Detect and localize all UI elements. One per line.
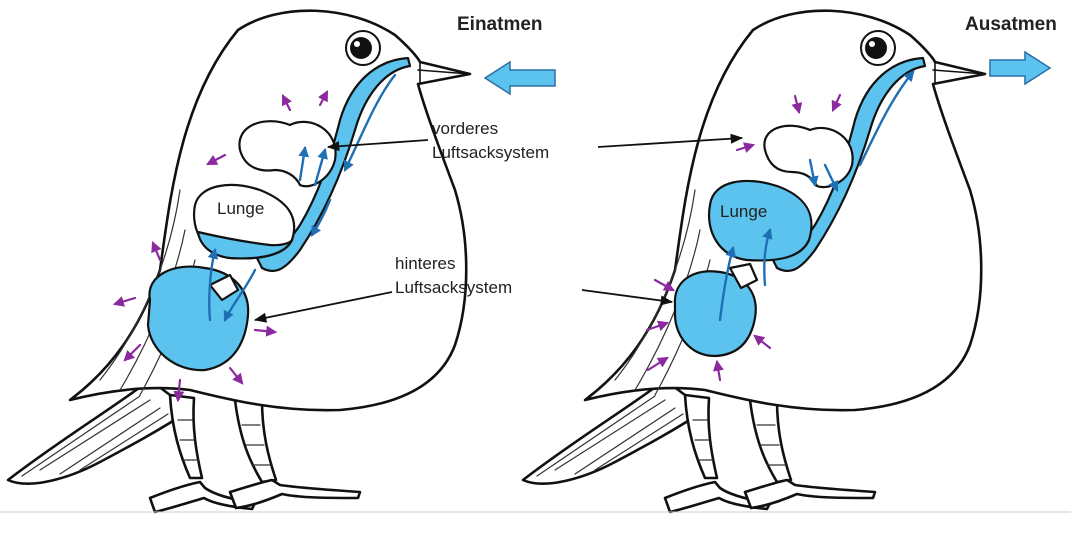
rear-sac-label-line1: hinteres [395, 254, 455, 273]
airflow-out-arrow [990, 52, 1050, 84]
exhale-title: Ausatmen [965, 14, 1057, 35]
exhale-panel [523, 11, 1050, 512]
rear-sac-label-line2: Luftsacksystem [395, 278, 512, 297]
pointer-rear-sac-exhale [582, 290, 672, 302]
front-air-sac-label: vorderes Luftsacksystem [432, 119, 549, 162]
front-sac-label-line2: Luftsacksystem [432, 143, 549, 162]
front-sac-label-line1: vorderes [432, 119, 498, 138]
lung-label-inhale: Lunge [217, 199, 264, 218]
lung-label-exhale: Lunge [720, 202, 767, 221]
inhale-title: Einatmen [457, 14, 543, 35]
airflow-in-arrow [485, 62, 555, 94]
inhale-panel [8, 11, 555, 512]
